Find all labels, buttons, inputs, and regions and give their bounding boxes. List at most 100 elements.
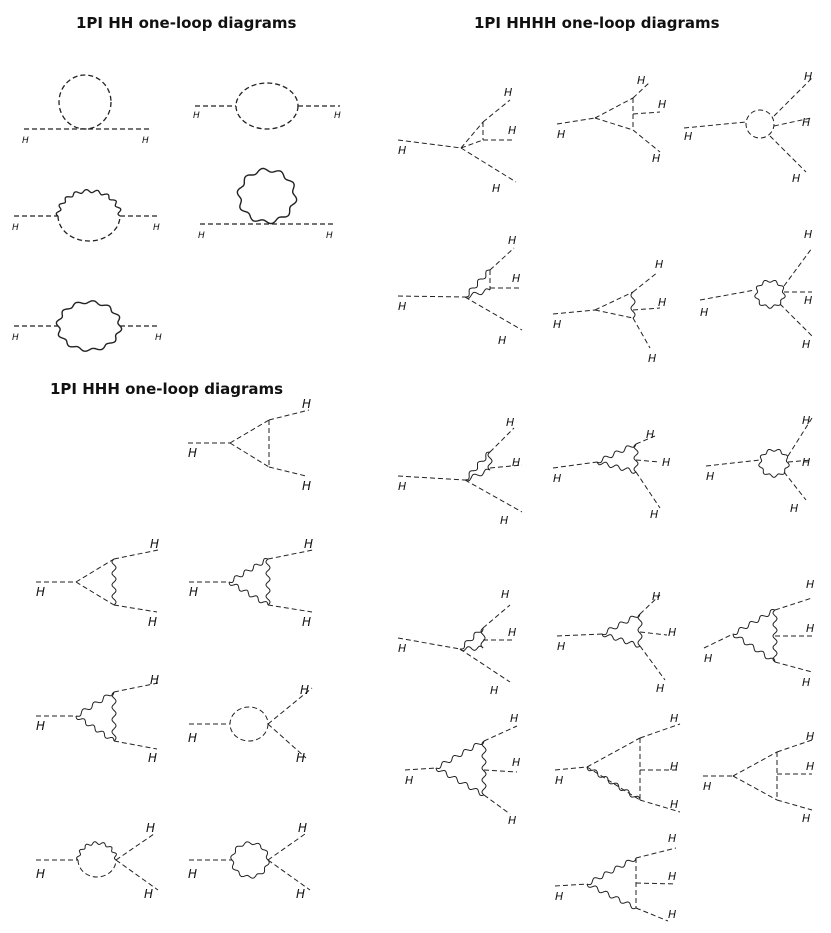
particle-label: H: [802, 676, 810, 689]
gauge-propagator: [75, 691, 115, 717]
scalar-propagator: [632, 317, 651, 349]
particle-label: H: [802, 116, 810, 129]
gauge-propagator: [465, 269, 490, 298]
particle-label: H: [334, 111, 341, 121]
gauge-propagator: [637, 613, 643, 647]
scalar-propagator: [75, 558, 115, 583]
gauge-propagator: [464, 451, 491, 481]
scalar-propagator: [459, 648, 511, 683]
particle-label: H: [658, 296, 666, 309]
particle-label: H: [508, 814, 516, 827]
particle-label: H: [304, 537, 313, 551]
particle-label: H: [806, 578, 814, 591]
scalar-propagator: [267, 723, 307, 759]
particle-label: H: [188, 731, 197, 745]
particle-label: H: [668, 626, 676, 639]
hhh-diagram-gauge-loop-quartic: HHH: [188, 821, 311, 901]
scalar-propagator: [464, 296, 523, 331]
scalar-propagator: [483, 794, 511, 815]
scalar-propagator: [594, 309, 634, 319]
gauge-propagator: [596, 461, 637, 474]
particle-label: H: [553, 318, 561, 331]
scalar-loop: [77, 859, 117, 878]
particle-label: H: [648, 352, 656, 365]
gauge-propagator: [460, 628, 484, 650]
particle-label: H: [36, 719, 45, 733]
scalar-propagator: [776, 799, 813, 811]
scalar-propagator: [483, 769, 518, 773]
scalar-propagator: [268, 409, 310, 421]
particle-label: H: [153, 223, 160, 233]
particle-label: H: [804, 228, 812, 241]
gauge-propagator: [596, 443, 637, 464]
gauge-propagator: [481, 740, 487, 796]
scalar-propagator: [632, 271, 659, 293]
scalar-propagator: [115, 833, 155, 861]
gauge-loop: [754, 280, 786, 309]
scalar-loop: [235, 82, 299, 130]
particle-label: H: [300, 683, 309, 697]
scalar-propagator: [482, 99, 511, 123]
hhhh-diagram-10: HHHH: [397, 588, 516, 697]
scalar-propagator: [703, 633, 734, 649]
particle-label: H: [155, 333, 162, 343]
scalar-propagator: [783, 471, 807, 501]
gauge-loop: [76, 841, 117, 861]
particle-label: H: [792, 172, 800, 185]
scalar-propagator: [556, 633, 603, 637]
particle-label: H: [405, 774, 413, 787]
scalar-propagator: [635, 471, 661, 509]
particle-label: H: [36, 585, 45, 599]
particle-label: H: [512, 272, 520, 285]
gauge-propagator: [732, 609, 776, 635]
particle-label: H: [500, 514, 508, 527]
hhhh-diagram-14: HHHH: [554, 712, 681, 813]
particle-label: H: [555, 774, 563, 787]
particle-label: H: [662, 456, 670, 469]
scalar-loop: [57, 215, 121, 242]
particle-label: H: [557, 128, 565, 141]
particle-label: H: [508, 234, 516, 247]
gauge-propagator: [601, 633, 641, 648]
scalar-propagator: [113, 740, 158, 750]
scalar-propagator: [113, 549, 159, 560]
scalar-propagator: [705, 459, 761, 467]
scalar-propagator: [635, 847, 677, 859]
particle-label: H: [555, 890, 563, 903]
hhhh-diagram-15: HHHH: [703, 730, 814, 825]
particle-label: H: [298, 821, 307, 835]
hhhh-diagram-13: HHHH: [404, 712, 520, 827]
scalar-propagator: [773, 117, 812, 127]
gauge-propagator: [228, 558, 269, 583]
particle-label: H: [398, 144, 406, 157]
particle-label: H: [806, 622, 814, 635]
particle-label: H: [189, 585, 198, 599]
hhhh-section-title: 1PI HHHH one-loop diagrams: [474, 14, 720, 32]
hhhh-diagram-12: HHHH: [703, 578, 814, 689]
particle-label: H: [652, 590, 660, 603]
scalar-propagator: [594, 97, 634, 119]
gauge-propagator: [630, 291, 636, 319]
gauge-propagator: [601, 613, 641, 636]
scalar-propagator: [639, 631, 668, 636]
hhh-section-title: 1PI HHH one-loop diagrams: [50, 380, 284, 398]
particle-label: H: [806, 730, 814, 743]
particle-label: H: [655, 258, 663, 271]
particle-label: H: [700, 306, 708, 319]
particle-label: H: [398, 480, 406, 493]
scalar-propagator: [635, 882, 677, 885]
particle-label: H: [296, 751, 305, 765]
particle-label: H: [302, 479, 311, 493]
particle-label: H: [498, 334, 506, 347]
gauge-loop: [236, 167, 298, 225]
particle-label: H: [806, 760, 814, 773]
particle-label: H: [188, 867, 197, 881]
hhhh-diagram-7: HHHH: [397, 416, 523, 527]
gauge-propagator: [265, 558, 271, 606]
particle-label: H: [302, 397, 311, 411]
particle-label: H: [193, 111, 200, 121]
